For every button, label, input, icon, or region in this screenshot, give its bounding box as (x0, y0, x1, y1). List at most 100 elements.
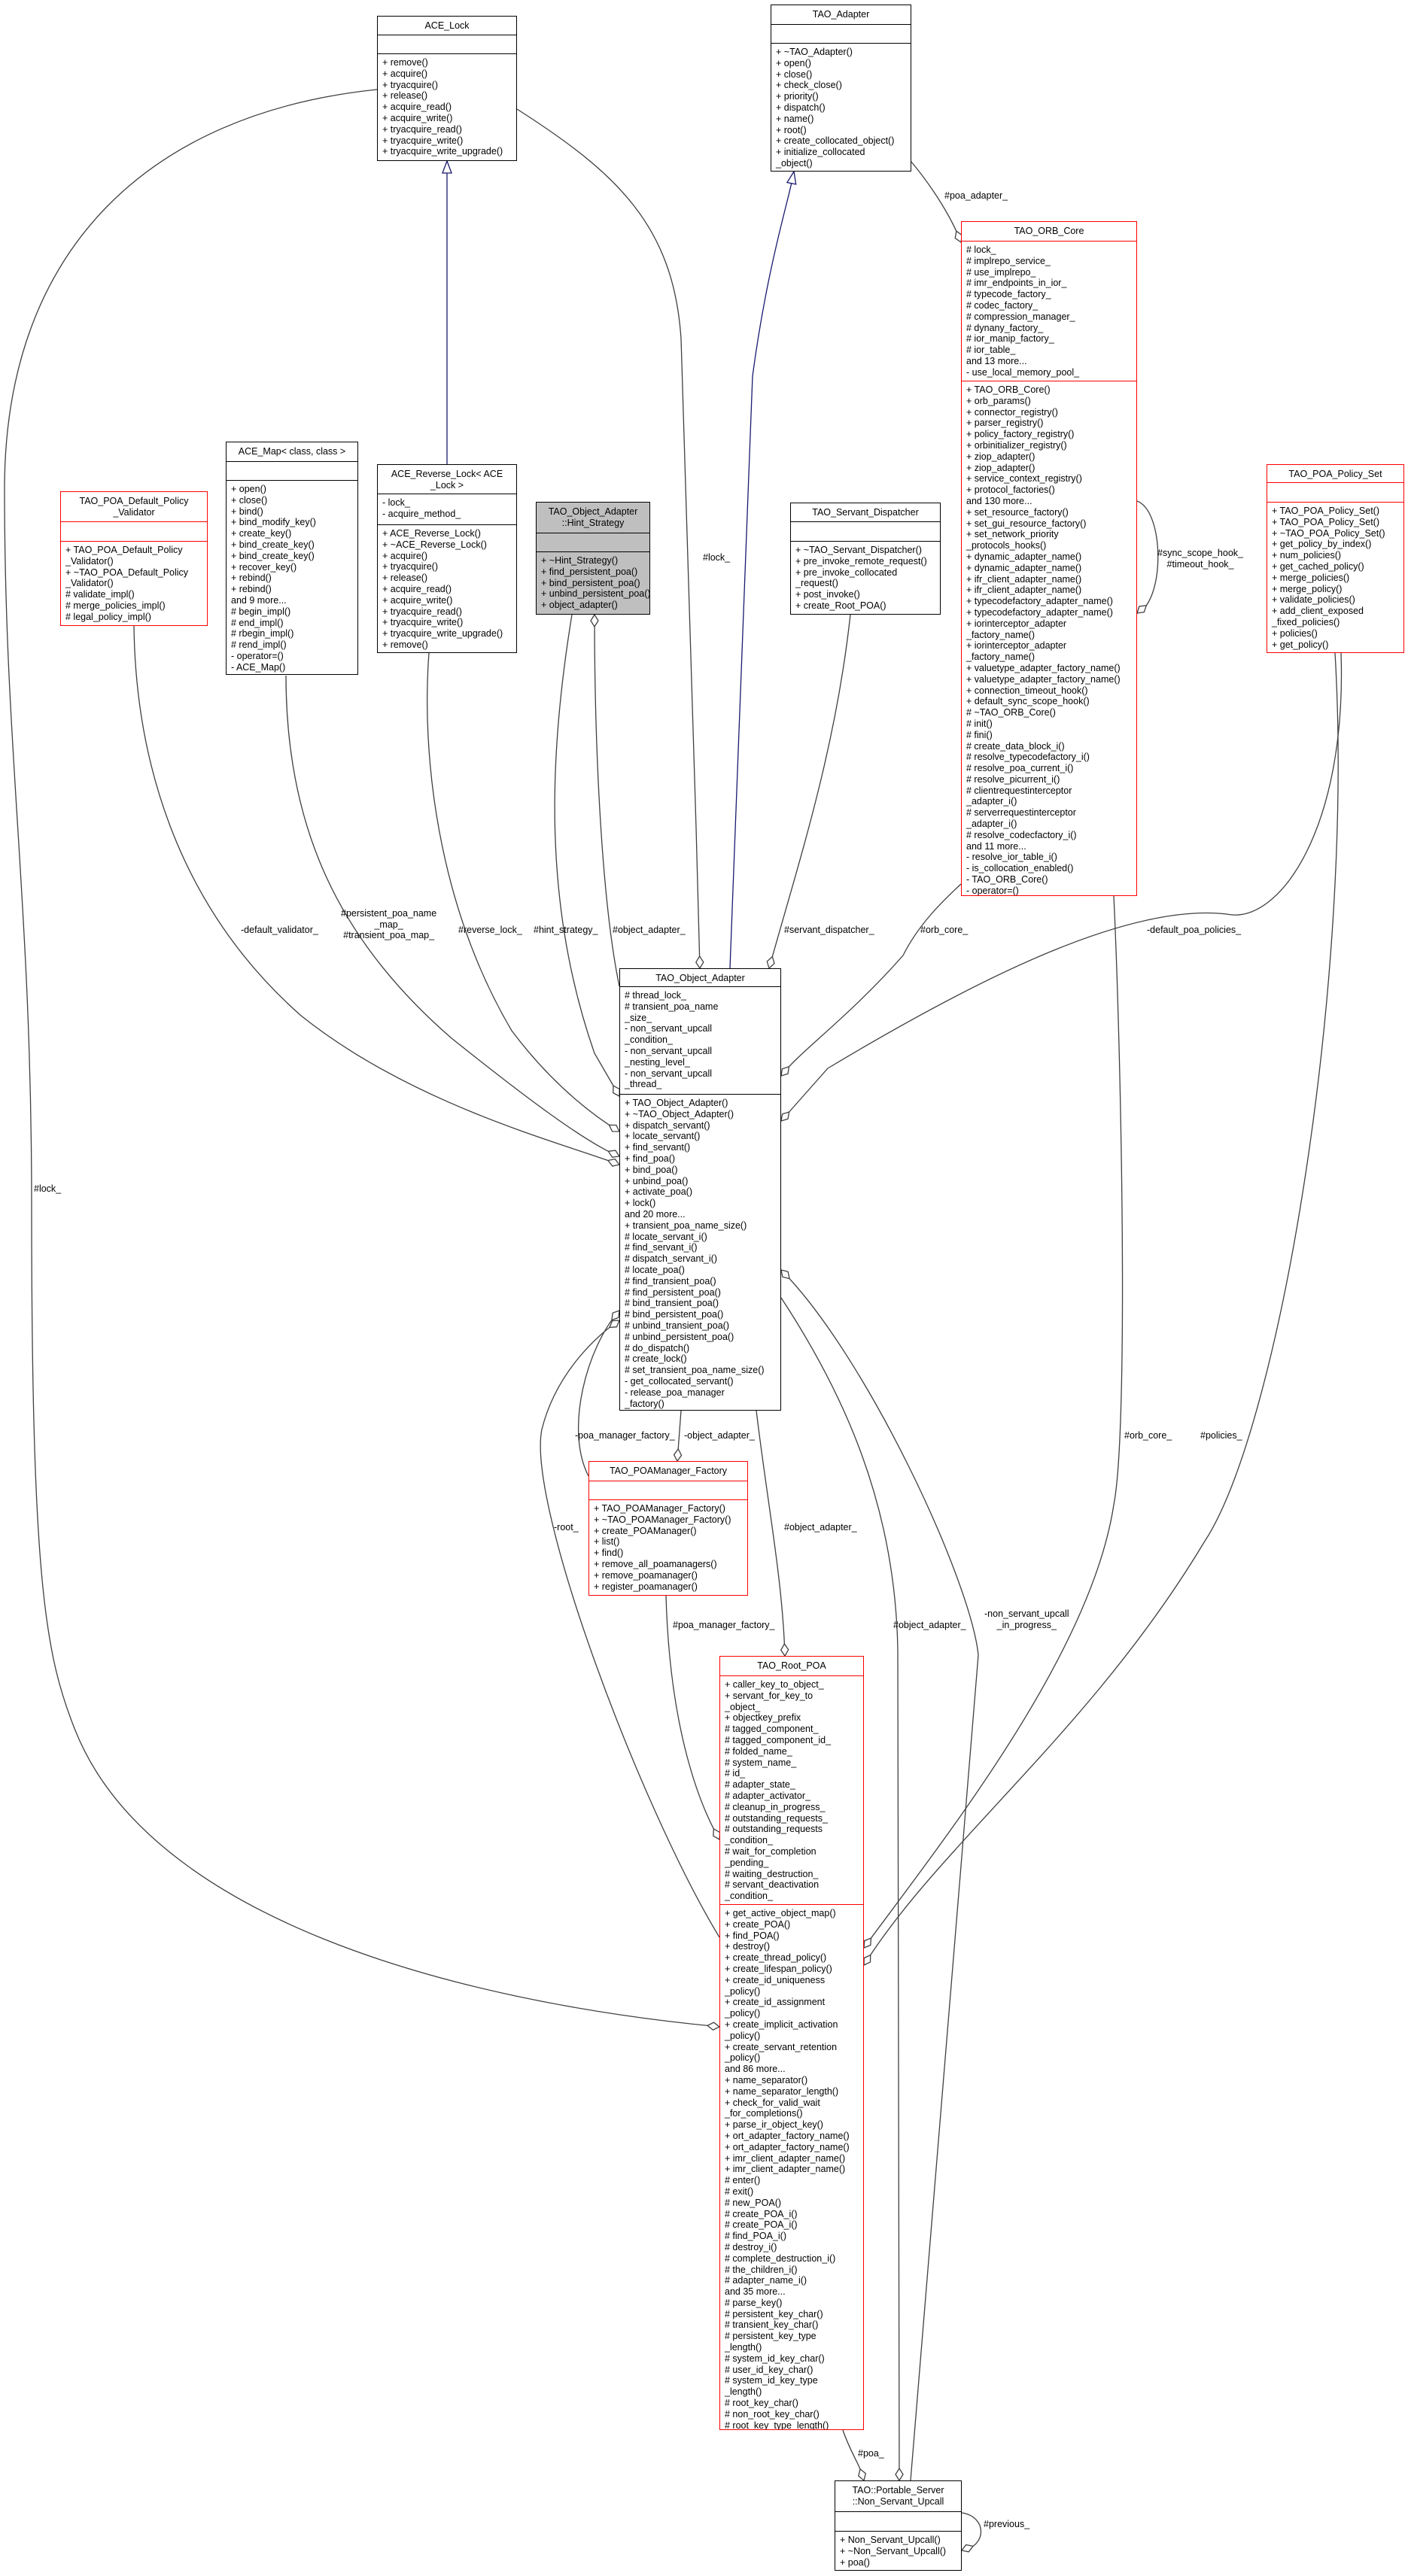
class-title: TAO_Adapter (771, 5, 911, 25)
method: + unbind_poa() (625, 1175, 689, 1186)
method: + ~TAO_Adapter() (776, 47, 853, 57)
edge-root-object-adapter (756, 1410, 786, 1657)
method: + acquire() (382, 550, 428, 561)
class-box-ace-reverse-lock[interactable]: ACE_Reverse_Lock< ACE_Lock >- lock_- acq… (377, 464, 517, 653)
aggregation-diamond (780, 1642, 789, 1657)
attributes-section: - lock_- acquire_method_ (378, 494, 516, 525)
edge-label-lock: #lock_ (703, 552, 730, 564)
class-title: ACE_Map< class, class > (227, 442, 357, 462)
class-box-servant-dispatcher[interactable]: TAO_Servant_Dispatcher+ ~TAO_Servant_Dis… (790, 503, 941, 615)
edge-label-line: #sync_scope_hook_ (1157, 548, 1243, 558)
method: + get_policy_by_index() (1272, 539, 1372, 550)
method: # legal_policy_impl() (65, 611, 151, 622)
class-title: TAO_Object_Adapter::Hint_Strategy (537, 503, 649, 533)
class-box-poamanager-factory[interactable]: TAO_POAManager_Factory+ TAO_POAManager_F… (588, 1461, 748, 1596)
method: _for_completions() (725, 2108, 803, 2119)
method: _factory_name() (966, 629, 1035, 640)
attribute: # implrepo_service_ (966, 255, 1051, 266)
method: - resolve_ior_table_i() (966, 852, 1057, 863)
edge-label-line: #lock_ (34, 1183, 62, 1194)
class-box-default-policy-validator[interactable]: TAO_POA_Default_Policy_Validator+ TAO_PO… (60, 491, 208, 626)
method: + create_id_assignment (725, 1997, 826, 2008)
method: _request() (795, 578, 838, 589)
method: # find_transient_poa() (625, 1275, 716, 1286)
edge-label-line: #poa_ (858, 2448, 884, 2459)
class-box-non-servant-upcall[interactable]: TAO::Portable_Server::Non_Servant_Upcall… (835, 2480, 962, 2571)
edge-lock (516, 108, 701, 969)
method: # system_id_key_type (725, 2375, 818, 2386)
method: + validate_policies() (1272, 594, 1355, 606)
edge-label-line: #object_adapter_ (784, 1522, 857, 1533)
method: + check_close() (776, 80, 842, 91)
class-box-tao-object-adapter[interactable]: TAO_Object_Adapter# thread_lock_# transi… (619, 968, 781, 1411)
method: _object() (776, 157, 813, 169)
method: + name_separator() (725, 2074, 808, 2085)
method: + activate_poa() (625, 1186, 692, 1198)
method: + bind() (231, 506, 263, 517)
method: + bind_poa() (625, 1164, 678, 1175)
method: + ~TAO_Servant_Dispatcher() (795, 545, 922, 555)
method: # transient_key_char() (725, 2319, 819, 2331)
aggregation-diamond (590, 613, 599, 628)
edge-poa-manager-factory (578, 1310, 620, 1477)
class-box-tao-orb-core[interactable]: TAO_ORB_Core# lock_# implrepo_service_# … (961, 221, 1137, 896)
edge-orb-self (1136, 500, 1159, 614)
attribute: # ior_table_ (966, 345, 1016, 356)
method: - get_collocated_servant() (625, 1375, 734, 1387)
methods-section: + TAO_Object_Adapter()+ ~TAO_Object_Adap… (620, 1095, 780, 1410)
class-title: ACE_Reverse_Lock< ACE_Lock > (378, 465, 516, 494)
method: + ifr_client_adapter_name() (966, 573, 1082, 585)
class-box-hint-strategy[interactable]: TAO_Object_Adapter::Hint_Strategy+ ~Hint… (536, 502, 650, 615)
attribute: # folded_name_ (725, 1745, 792, 1757)
method: + get_cached_policy() (1272, 560, 1364, 572)
attribute: - use_local_memory_pool_ (966, 366, 1080, 378)
edge-label-line: #timeout_hook_ (1166, 558, 1234, 570)
method: # system_id_key_char() (725, 2353, 825, 2364)
edge-default-validator (133, 625, 620, 1165)
edge-label-line: #orb_core_ (1124, 1430, 1172, 1441)
method: + TAO_Object_Adapter() (625, 1098, 728, 1108)
class-box-tao-root-poa[interactable]: TAO_Root_POA+ caller_key_to_object_+ ser… (719, 1656, 864, 2430)
attribute: - non_servant_upcall (625, 1068, 713, 1079)
class-box-tao-poa-policy-set[interactable]: TAO_POA_Policy_Set+ TAO_POA_Policy_Set()… (1267, 464, 1404, 653)
class-box-tao-adapter[interactable]: TAO_Adapter+ ~TAO_Adapter()+ open()+ clo… (771, 5, 911, 172)
class-title: TAO_Object_Adapter (620, 969, 780, 987)
attributes-section (61, 522, 207, 542)
class-name: _Lock > (430, 479, 464, 491)
method: # set_transient_poa_name_size() (625, 1365, 765, 1376)
aggregation-diamond (766, 955, 775, 970)
attributes-section (1267, 483, 1403, 503)
method: _protocols_hooks() (966, 540, 1047, 551)
method: # unbind_persistent_poa() (625, 1331, 734, 1342)
method: + TAO_POA_Policy_Set() (1272, 506, 1379, 516)
attributes-section (589, 1481, 747, 1500)
method: + name_separator_length() (725, 2085, 839, 2097)
edge-label-line: #reverse_lock_ (458, 925, 522, 935)
attribute: + servant_for_key_to (725, 1690, 813, 1701)
class-box-ace-lock[interactable]: ACE_Lock+ remove()+ acquire()+ tryacquir… (377, 16, 517, 161)
method: + ~TAO_POA_Policy_Set() (1272, 527, 1385, 539)
class-box-ace-map[interactable]: ACE_Map< class, class > + open()+ close()… (226, 442, 358, 675)
method: + close() (231, 494, 268, 506)
method: # create_lock() (625, 1353, 687, 1365)
edge-previous (961, 2512, 981, 2551)
edge-label-default-poa-policies: -default_poa_policies_ (1147, 925, 1241, 936)
method: + ~Non_Servant_Upcall() (840, 2545, 947, 2556)
inheritance-arrowhead (786, 170, 797, 185)
methods-section: + open()+ close()+ bind()+ bind_modify_k… (227, 481, 357, 674)
edge-label-line: #object_adapter_ (613, 925, 686, 935)
attributes-section (771, 25, 911, 44)
method: + tryacquire_write() (382, 135, 464, 146)
method: + acquire() (382, 68, 428, 79)
method: + Non_Servant_Upcall() (840, 2535, 941, 2545)
attribute: # adapter_state_ (725, 1779, 795, 1791)
attribute: # system_name_ (725, 1757, 797, 1768)
aggregation-diamond (706, 2022, 721, 2031)
aggregation-diamond (695, 955, 704, 970)
method: + lock() (625, 1198, 656, 1209)
attribute: - non_servant_upcall (625, 1045, 713, 1056)
method: # create_POA_i() (725, 2208, 798, 2219)
aggregation-diamond (673, 1447, 683, 1463)
method: # root_key_type_length() (725, 2420, 829, 2429)
method: + transient_poa_name_size() (625, 1220, 747, 1231)
